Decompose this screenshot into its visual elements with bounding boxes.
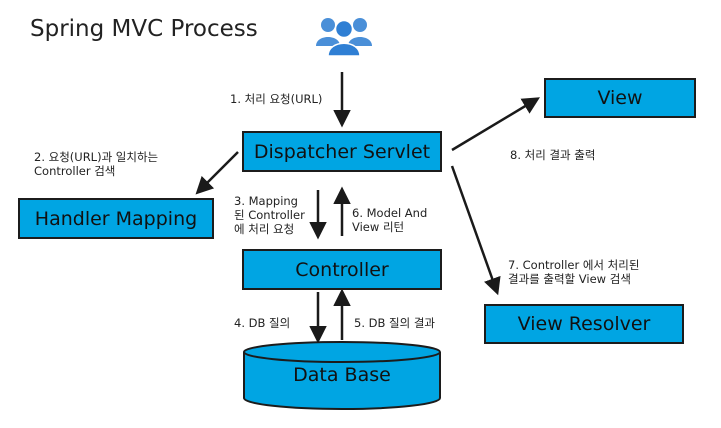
step-6-label: 6. Model And View 리턴 bbox=[352, 206, 428, 234]
diagram-title: Spring MVC Process bbox=[30, 16, 258, 42]
arrow-dispatcher-to-handler-mapping bbox=[195, 151, 239, 195]
controller-box: Controller bbox=[242, 249, 442, 290]
arrow-dispatcher-to-view-resolver bbox=[450, 165, 501, 296]
database-cylinder bbox=[243, 341, 441, 410]
step-8-label: 8. 처리 결과 출력 bbox=[510, 148, 596, 162]
view-resolver-box: View Resolver bbox=[484, 304, 684, 344]
arrow-dispatcher-to-view bbox=[451, 97, 541, 152]
step-5-label: 5. DB 질의 결과 bbox=[354, 316, 436, 330]
handler-mapping-box: Handler Mapping bbox=[18, 198, 214, 239]
step-7-label: 7. Controller 에서 처리된 결과를 출력할 View 검색 bbox=[508, 258, 640, 286]
dispatcher-servlet-box: Dispatcher Servlet bbox=[242, 131, 442, 172]
users-icon bbox=[316, 18, 372, 57]
database-label: Data Base bbox=[293, 364, 391, 386]
view-box: View bbox=[544, 78, 696, 118]
step-2-label: 2. 요청(URL)과 일치하는 Controller 검색 bbox=[34, 150, 159, 178]
step-1-label: 1. 처리 요청(URL) bbox=[230, 92, 323, 106]
step-4-label: 4. DB 질의 bbox=[234, 316, 291, 330]
step-3-label: 3. Mapping 된 Controller 에 처리 요청 bbox=[234, 194, 305, 236]
